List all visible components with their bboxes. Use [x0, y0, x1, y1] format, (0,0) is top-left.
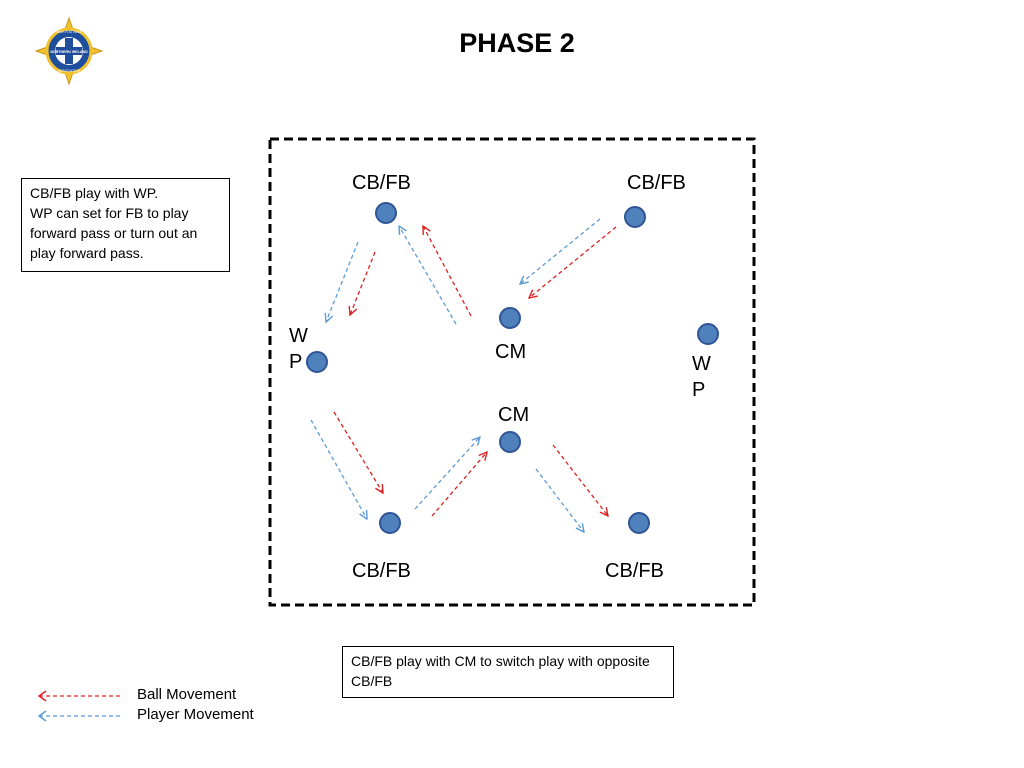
label-wp-right-line2: P	[692, 379, 706, 401]
player-cbfb-bottom-right	[628, 512, 650, 534]
ball-arrow	[552, 444, 608, 516]
label-wp-right-line1: W	[692, 353, 711, 375]
irish-fa-crest-icon: NORTHERN IRELAND IRISH FOOTBALL ASSOCIAT…	[34, 16, 104, 86]
logo-bottom-text: ASSOCIATION	[58, 69, 80, 73]
player-arrow	[326, 241, 359, 322]
player-cm-lower	[499, 431, 521, 453]
label-cbfb-top-right: CB/FB	[627, 172, 686, 194]
note-switch-play: CB/FB play with CM to switch play with o…	[342, 646, 674, 698]
ball-arrow	[333, 411, 383, 493]
ball-arrow	[423, 226, 472, 317]
label-cbfb-bottom-right: CB/FB	[605, 560, 664, 582]
logo-top-text: IRISH FOOTBALL	[56, 30, 82, 34]
player-cm-upper	[499, 307, 521, 329]
player-arrow	[535, 468, 584, 532]
player-arrow	[414, 437, 480, 510]
note-wp-instructions: CB/FB play with WP. WP can set for FB to…	[21, 178, 230, 272]
player-wp-right	[697, 323, 719, 345]
label-cbfb-top-left: CB/FB	[352, 172, 411, 194]
ball-arrow	[431, 452, 487, 517]
player-arrow	[399, 226, 457, 325]
player-arrow-icon	[37, 710, 120, 722]
label-cbfb-bottom-left: CB/FB	[352, 560, 411, 582]
pitch-area	[268, 137, 756, 607]
label-cm-upper: CM	[495, 341, 527, 363]
label-wp-right: W P	[692, 351, 712, 403]
ball-arrow	[529, 226, 617, 298]
ball-arrow	[350, 251, 376, 315]
player-arrow	[310, 419, 367, 519]
label-wp-left-line2: P	[289, 351, 303, 373]
label-wp-left: W P	[289, 323, 309, 375]
player-wp-left	[306, 351, 328, 373]
legend-player-label: Player Movement	[137, 706, 254, 723]
player-arrow	[520, 218, 601, 284]
logo-middle-text: NORTHERN IRELAND	[50, 50, 88, 54]
label-cm-lower: CM	[498, 404, 530, 426]
player-cbfb-bottom-left	[379, 512, 401, 534]
legend-ball-label: Ball Movement	[137, 686, 237, 703]
player-cbfb-top-left	[375, 202, 397, 224]
label-wp-left-line1: W	[289, 325, 308, 347]
page-title: PHASE 2	[459, 28, 575, 58]
player-cbfb-top-right	[624, 206, 646, 228]
ball-arrow-icon	[37, 690, 120, 702]
